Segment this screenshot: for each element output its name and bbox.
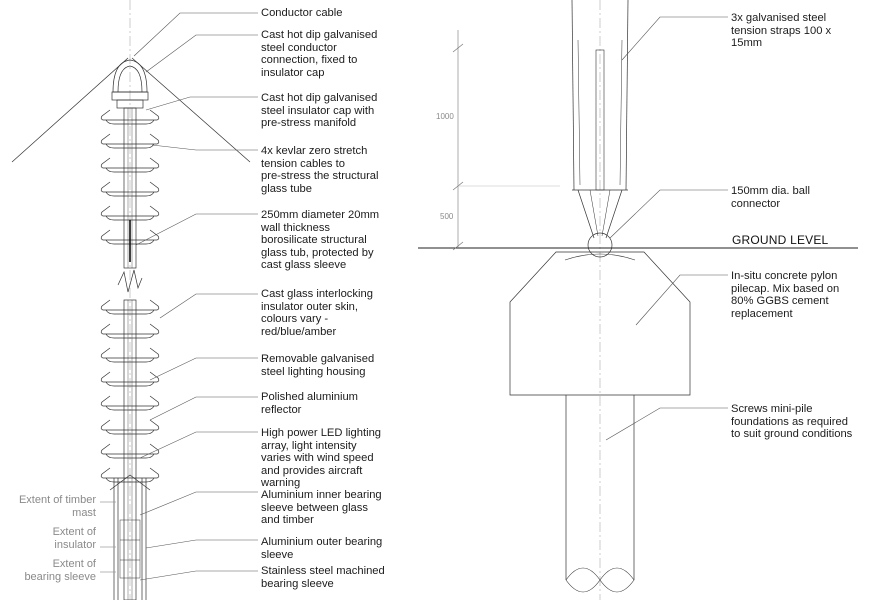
conductor-connection-cap	[112, 59, 148, 93]
label-glass-tube: 250mm diameter 20mm wall thickness boros…	[261, 209, 380, 272]
label-mini-pile: Screws mini-pile foundations as required…	[731, 403, 853, 441]
conductor-cable-left	[11, 57, 129, 163]
dimension-500: 500	[440, 212, 454, 221]
label-kevlar-cables: 4x kevlar zero stretch tension cables to…	[261, 145, 379, 195]
insulator-shed	[100, 323, 160, 339]
label-conductor-cable: Conductor cable	[261, 7, 343, 19]
label-lighting-housing: Removable galvanised steel lighting hous…	[261, 353, 375, 378]
insulator-shed	[100, 395, 160, 411]
label-led-array: High power LED lighting array, light int…	[261, 427, 382, 490]
label-pilecap: In-situ concrete pylon pilecap. Mix base…	[731, 270, 840, 320]
insulator-shed	[100, 371, 160, 387]
label-outer-skin: Cast glass interlocking insulator outer …	[261, 288, 373, 338]
insulator-shed	[100, 419, 160, 435]
insulator-shed	[100, 443, 160, 459]
label-steel-bearing-sleeve: Stainless steel machined bearing sleeve	[261, 565, 385, 590]
insulator-shed	[100, 347, 160, 363]
insulator-shed	[100, 299, 160, 315]
label-ball-connector: 150mm dia. ball connector	[731, 185, 810, 210]
insulator-shed	[100, 181, 160, 197]
concrete-pilecap	[509, 251, 691, 396]
lower-insulator-sheds	[100, 299, 160, 483]
insulator-shed	[100, 109, 160, 125]
label-reflector: Polished aluminium reflector	[261, 391, 359, 416]
label-conductor-connection: Cast hot dip galvanised steel conductor …	[261, 29, 378, 79]
label-insulator-cap: Cast hot dip galvanised steel insulator …	[261, 92, 378, 130]
label-extent-insulator: Extent of insulator	[52, 526, 96, 551]
upper-insulator-sheds	[100, 109, 160, 245]
label-outer-bearing-sleeve: Aluminium outer bearing sleeve	[261, 536, 383, 561]
ball-connector	[587, 232, 613, 258]
label-tension-straps: 3x galvanised steel tension straps 100 x…	[731, 12, 832, 50]
conductor-cable-right	[131, 57, 251, 163]
insulator-shed	[100, 157, 160, 173]
label-extent-bearing-sleeve: Extent of bearing sleeve	[24, 558, 96, 583]
label-extent-timber-mast: Extent of timber mast	[18, 494, 96, 519]
insulator-shed	[100, 467, 160, 483]
label-inner-bearing-sleeve: Aluminium inner bearing sleeve between g…	[261, 489, 382, 527]
insulator-shed	[100, 133, 160, 149]
dimension-1000: 1000	[436, 112, 454, 121]
ground-level-label: GROUND LEVEL	[732, 233, 829, 247]
mini-pile	[565, 395, 635, 580]
break-line	[117, 269, 143, 293]
